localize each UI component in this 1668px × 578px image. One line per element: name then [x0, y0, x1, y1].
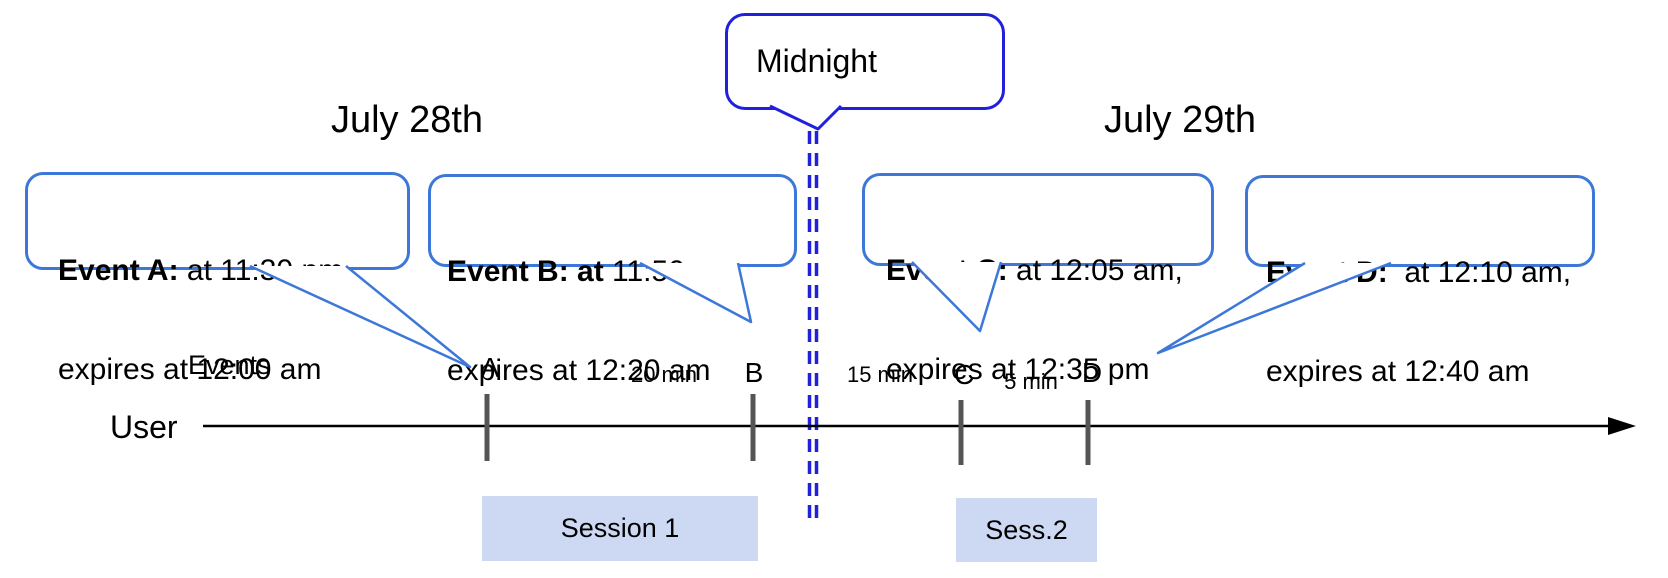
callout-b-title: Event B: at	[447, 255, 604, 288]
event-callout-d: Event D: at 12:10 am, expires at 12:40 a…	[1245, 175, 1595, 388]
callout-a-title: Event A:	[58, 254, 179, 287]
callout-b-line1: Event B: at 11:50 pm,	[447, 255, 786, 288]
date-label-july-28: July 28th	[330, 99, 484, 141]
event-callout-c: Event C: at 12:05 am, expires at 12:35 p…	[862, 173, 1214, 386]
callout-c-title: Event C:	[886, 254, 1008, 287]
callout-d-line2: expires at 12:40 am	[1266, 355, 1530, 388]
session-2-box: Sess.2	[956, 498, 1097, 562]
session-1-label: Session 1	[560, 513, 680, 543]
interval-label-15min: 15 min	[846, 362, 914, 387]
callout-c-line1: Event C: at 12:05 am,	[886, 254, 1203, 287]
callout-c-time: at 12:05 am,	[1007, 254, 1183, 287]
callout-a-line1: Event A: at 11:30 pm,	[58, 254, 399, 287]
event-callout-a: Event A: at 11:30 pm, expires at 12:00 a…	[25, 172, 410, 386]
tick-label-b: B	[744, 357, 764, 388]
tick-label-a: A	[480, 352, 500, 383]
midnight-callout: Midnight	[725, 13, 1005, 110]
event-callout-b: Event B: at 11:50 pm, expires at 12:20 a…	[428, 174, 797, 387]
user-row-label: User	[110, 409, 178, 445]
interval-label-20min: 20 min	[630, 362, 698, 387]
interval-label-5min: 5 min	[1004, 369, 1058, 394]
callout-b-time: 11:50 pm,	[603, 255, 744, 288]
events-row-label: Events	[188, 350, 271, 380]
session-1-box: Session 1	[482, 496, 758, 561]
tick-label-c: C	[953, 359, 975, 390]
callout-d-line1: Event D: at 12:10 am,	[1266, 256, 1584, 289]
callout-c-line2: expires at 12:35 pm	[886, 353, 1150, 386]
session-2-label: Sess.2	[985, 514, 1068, 545]
callout-a-time: at 11:30 pm,	[178, 254, 352, 287]
callout-b-line2: expires at 12:20 am	[447, 354, 711, 387]
callout-d-title: Event D:	[1266, 256, 1388, 289]
midnight-label: Midnight	[756, 43, 877, 79]
callout-d-time: at 12:10 am,	[1387, 256, 1572, 289]
date-label-july-29: July 29th	[1103, 99, 1257, 141]
timeline-arrowhead-icon	[1608, 417, 1636, 435]
tick-label-d: D	[1081, 357, 1103, 388]
